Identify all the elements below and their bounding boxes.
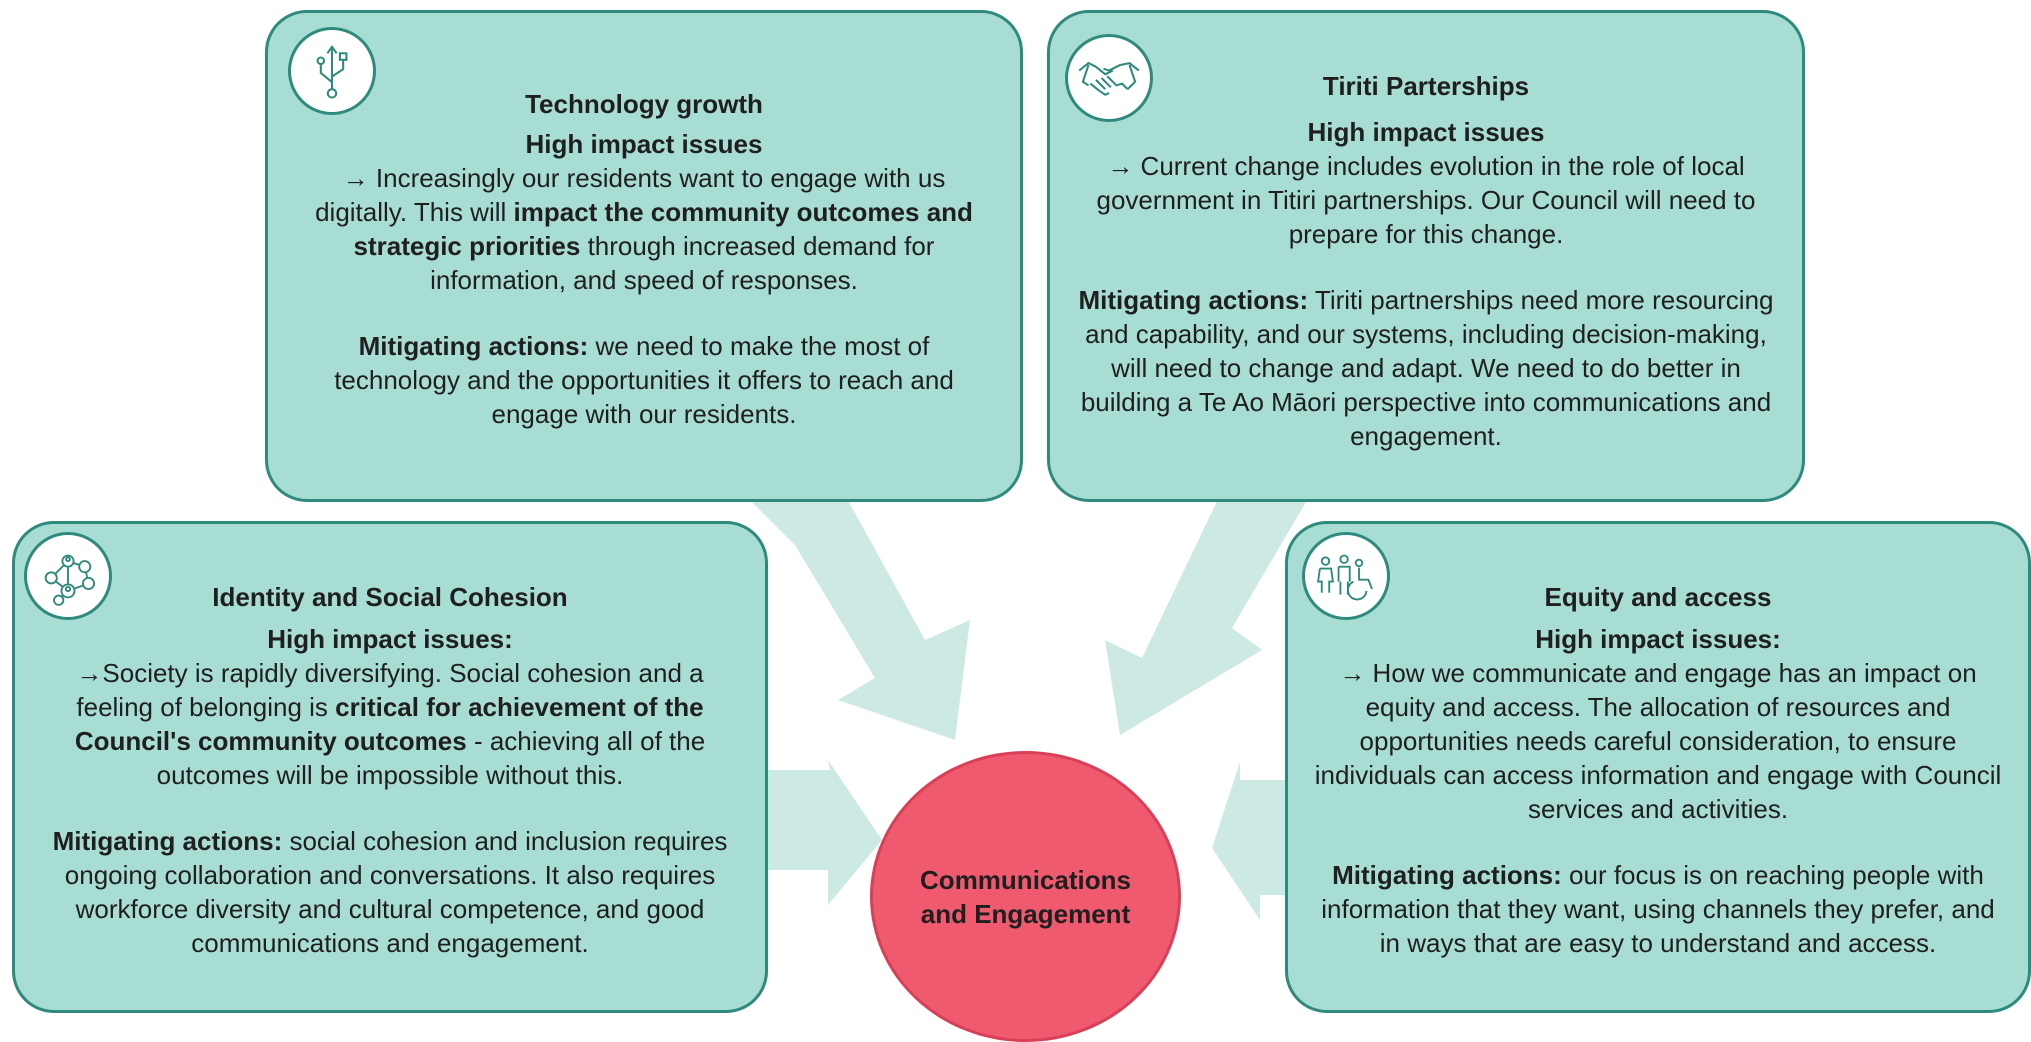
tiriti-issues-text: → Current change includes evolution in t… bbox=[1078, 149, 1774, 251]
technology-issues-heading: High impact issues bbox=[525, 129, 763, 159]
identity-issues-part1: Society is rapidly diversifying. Social … bbox=[76, 658, 704, 722]
identity-issues-part2: - achieving all of the outcomes will be … bbox=[156, 726, 706, 790]
accessibility-people-icon bbox=[1302, 532, 1390, 620]
tiriti-mitigating-text: Tiriti partnerships need more resourcing… bbox=[1080, 285, 1774, 451]
center-label: Communications and Engagement bbox=[920, 864, 1131, 929]
network-people-icon bbox=[24, 532, 112, 620]
equity-mitigating: Mitigating actions: our focus is on reac… bbox=[1310, 858, 2006, 960]
technology-issues-part2: through increased demand for information… bbox=[430, 231, 935, 295]
equity-issues-text: → How we communicate and engage has an i… bbox=[1310, 656, 2006, 826]
technology-mitigating-text: we need to make the most of technology a… bbox=[334, 331, 954, 429]
equity-title: Equity and access bbox=[1544, 582, 1772, 612]
equity-issues-heading: High impact issues: bbox=[1535, 624, 1781, 654]
tiriti-issues-body: Current change includes evolution in the… bbox=[1096, 151, 1756, 249]
identity-mitigating-label: Mitigating actions: bbox=[52, 826, 283, 856]
equity-mitigating-text: our focus is on reaching people with inf… bbox=[1321, 860, 1995, 958]
arrow-glyph: → bbox=[1107, 151, 1134, 181]
arrow-glyph: → bbox=[342, 163, 369, 193]
identity-mitigating-text: social cohesion and inclusion requires o… bbox=[64, 826, 728, 958]
technology-mitigating-label: Mitigating actions: bbox=[358, 331, 589, 361]
equity-issues-body: How we communicate and engage has an imp… bbox=[1314, 658, 2002, 824]
handshake-icon bbox=[1065, 34, 1153, 122]
tiriti-mitigating: Mitigating actions: Tiriti partnerships … bbox=[1078, 283, 1774, 453]
communications-engagement-circle: Communications and Engagement bbox=[870, 751, 1181, 1042]
identity-issues-text: →Society is rapidly diversifying. Social… bbox=[37, 656, 743, 792]
tiriti-partnerships-box: Tiriti Parterships High impact issues → … bbox=[1047, 10, 1805, 502]
technology-mitigating: Mitigating actions: we need to make the … bbox=[296, 329, 992, 431]
identity-title: Identity and Social Cohesion bbox=[212, 582, 568, 612]
technology-issues-text: → Increasingly our residents want to eng… bbox=[296, 161, 992, 297]
technology-title: Technology growth bbox=[525, 89, 763, 119]
arrow-glyph: → bbox=[1339, 658, 1366, 688]
usb-icon bbox=[288, 27, 376, 115]
technology-issues-bold: impact the community outcomes and strate… bbox=[353, 197, 973, 261]
technology-growth-box: Technology growth High impact issues → I… bbox=[265, 10, 1023, 502]
arrow-glyph: → bbox=[76, 658, 103, 688]
technology-issues-part1: Increasingly our residents want to engag… bbox=[315, 163, 946, 227]
identity-issues-bold: critical for achievement of the Council'… bbox=[74, 692, 704, 756]
tiriti-issues-heading: High impact issues bbox=[1307, 117, 1545, 147]
identity-issues-heading: High impact issues: bbox=[267, 624, 513, 654]
arrow-equity bbox=[1212, 762, 1295, 920]
arrow-identity bbox=[760, 760, 882, 905]
identity-mitigating: Mitigating actions: social cohesion and … bbox=[37, 824, 743, 960]
tiriti-mitigating-label: Mitigating actions: bbox=[1078, 285, 1309, 315]
arrow-technology bbox=[745, 495, 970, 740]
equity-mitigating-label: Mitigating actions: bbox=[1332, 860, 1562, 890]
identity-social-cohesion-box: Identity and Social Cohesion High impact… bbox=[12, 521, 768, 1013]
tiriti-title: Tiriti Parterships bbox=[1322, 71, 1530, 101]
equity-access-box: Equity and access High impact issues: → … bbox=[1285, 521, 2031, 1013]
arrow-tiriti bbox=[1105, 495, 1310, 735]
